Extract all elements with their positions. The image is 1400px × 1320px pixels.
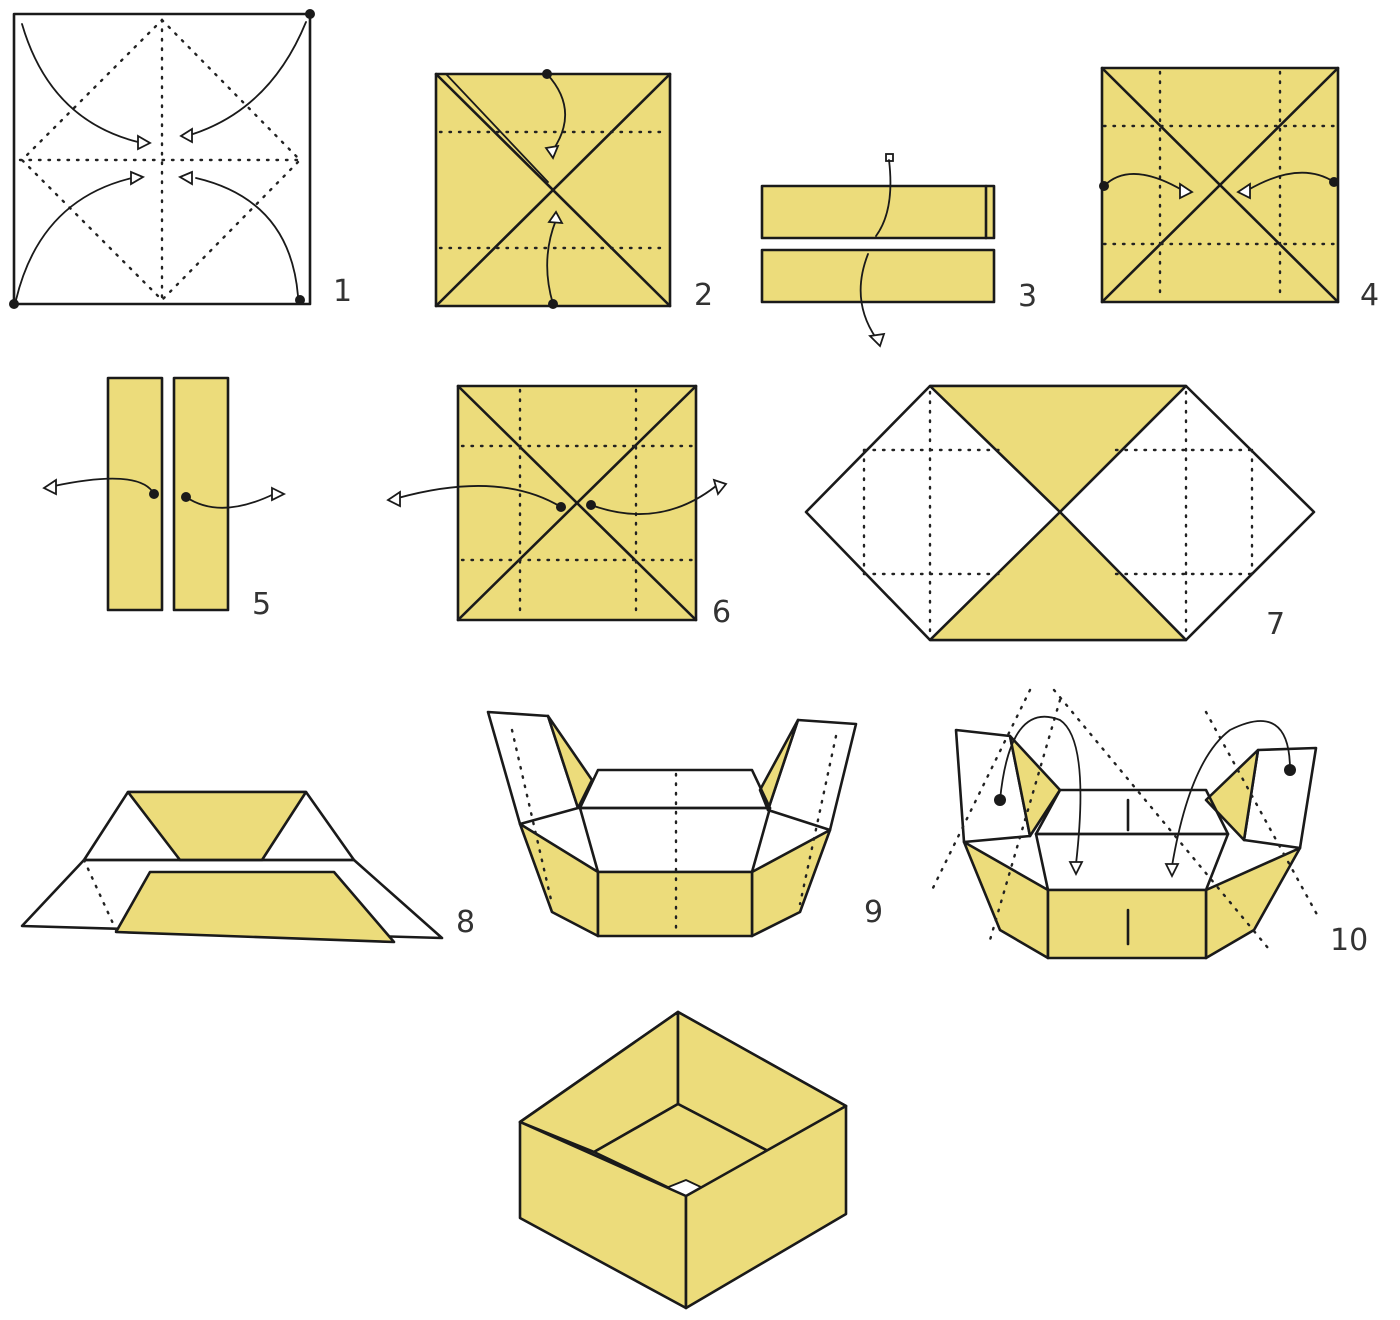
step-number-6: 6 xyxy=(712,595,731,630)
step-number-2: 2 xyxy=(694,278,713,313)
step-2-figure xyxy=(436,69,670,309)
step-1-figure xyxy=(9,9,315,309)
step-10-figure xyxy=(932,690,1320,958)
step-7-figure xyxy=(806,386,1314,640)
step-9-figure xyxy=(488,712,856,936)
step-number-9: 9 xyxy=(864,895,883,930)
step-number-10: 10 xyxy=(1330,923,1368,958)
step-4-figure xyxy=(1099,68,1339,302)
step-number-7: 7 xyxy=(1266,607,1285,642)
step-5-figure xyxy=(44,378,284,610)
step-number-5: 5 xyxy=(252,587,271,622)
step-8-figure xyxy=(22,792,442,942)
step-3-figure xyxy=(762,154,994,346)
finished-box-figure xyxy=(520,1012,846,1308)
step-number-3: 3 xyxy=(1018,279,1037,314)
step-number-1: 1 xyxy=(333,274,352,309)
step-number-8: 8 xyxy=(456,905,475,940)
step-6-figure xyxy=(388,386,726,620)
step-number-4: 4 xyxy=(1360,278,1379,313)
